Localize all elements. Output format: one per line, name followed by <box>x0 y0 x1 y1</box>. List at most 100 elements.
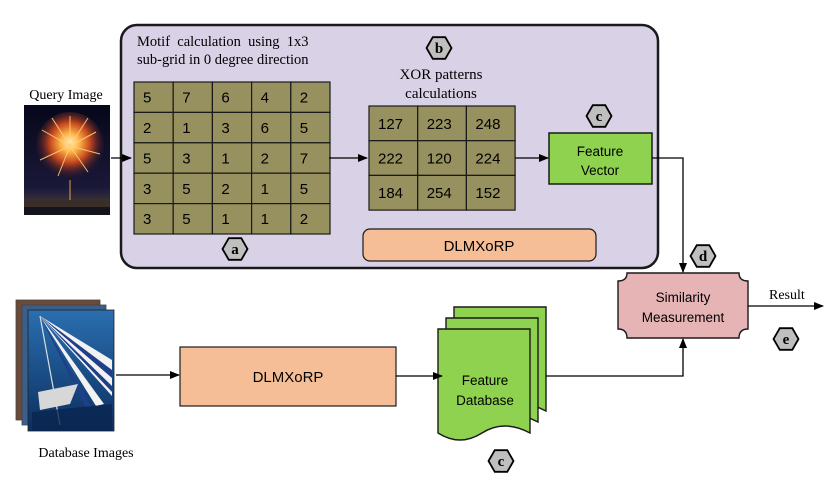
motif-grid-cell <box>290 81 331 113</box>
step-badge-label-d: d <box>699 249 708 265</box>
motif-grid-value: 2 <box>221 181 229 198</box>
xor-grid-value: 223 <box>427 116 452 133</box>
motif-grid-value: 2 <box>143 120 151 137</box>
database-images-label: Database Images <box>38 446 133 461</box>
motif-grid-value: 2 <box>261 150 269 167</box>
step-badge-label-c2: c <box>498 454 505 470</box>
motif-caption-line2: sub-grid in 0 degree direction <box>137 52 309 68</box>
xor-grid-value: 248 <box>475 116 500 133</box>
motif-grid-cell <box>211 142 253 174</box>
feature-vector-box <box>548 132 653 185</box>
motif-grid-cell <box>211 172 253 205</box>
step-badge-d <box>689 244 717 268</box>
xor-caption-line1: XOR patterns <box>400 67 483 83</box>
feature-database-line2: Database <box>456 393 514 408</box>
step-badges: a b c c d e <box>221 36 800 473</box>
motif-grid-value: 3 <box>182 150 190 167</box>
xor-grid-value: 152 <box>475 185 500 202</box>
motif-grid-value: 3 <box>143 211 151 228</box>
step-badge-label-a: a <box>231 242 239 258</box>
arrow-feature-vector-to-similarity <box>652 157 687 273</box>
step-badge-label-b: b <box>435 41 443 57</box>
motif-grid-value: 6 <box>221 90 229 107</box>
motif-grid-cell <box>290 172 331 205</box>
motif-grid-value: 3 <box>143 181 151 198</box>
motif-grid-value: 5 <box>143 90 151 107</box>
motif-grid-value: 4 <box>261 90 269 107</box>
similarity-line1: Similarity <box>656 290 711 305</box>
dlmxorp-inner-box <box>362 228 597 262</box>
dlmxorp-db-box <box>179 346 397 407</box>
xor-grid-value: 127 <box>378 116 403 133</box>
motif-grid-cell <box>251 172 292 205</box>
motif-grid-cell <box>211 111 253 144</box>
dlmxorp-db-label: DLMXoRP <box>253 369 324 386</box>
motif-grid-cell <box>251 81 292 113</box>
motif-grid-value: 2 <box>300 90 308 107</box>
similarity-line2: Measurement <box>642 310 725 325</box>
motif-grid-cell <box>133 81 174 113</box>
motif-grid-value: 1 <box>182 120 190 137</box>
motif-grid-cell <box>251 203 292 235</box>
motif-grid-cell <box>172 81 213 113</box>
xor-grid-cell <box>417 105 468 142</box>
query-image-label: Query Image <box>29 88 102 103</box>
motif-grid-cell <box>211 81 253 113</box>
feature-database-line1: Feature <box>462 373 509 388</box>
motif-grid-value: 7 <box>300 150 308 167</box>
motif-grid-cell <box>172 203 213 235</box>
feature-vector-line2: Vector <box>581 163 620 178</box>
xor-grid-value: 120 <box>427 150 452 167</box>
xor-grid-cell <box>465 105 516 142</box>
xor-grid-value: 184 <box>378 185 403 202</box>
motif-grid-cell <box>172 172 213 205</box>
motif-grid-value: 7 <box>182 90 190 107</box>
motif-grid-value: 5 <box>182 211 190 228</box>
xor-caption-line2: calculations <box>405 86 477 102</box>
motif-grid-value: 2 <box>300 211 308 228</box>
xor-grid-cell <box>368 105 419 142</box>
motif-grid-cell <box>133 203 174 235</box>
step-badge-e <box>772 327 800 351</box>
xor-grid-value: 254 <box>427 185 452 202</box>
arrow-feature-db-to-similarity <box>546 338 687 377</box>
result-label: Result <box>769 288 805 303</box>
motif-grid-value: 6 <box>261 120 269 137</box>
motif-grid-value: 5 <box>300 120 308 137</box>
motif-grid-cell <box>290 203 331 235</box>
motif-grid-cell <box>251 142 292 174</box>
step-badge-label-e: e <box>783 332 790 348</box>
motif-grid-cell <box>133 111 174 144</box>
motif-grid-value: 1 <box>261 181 269 198</box>
motif-grid-cell <box>172 142 213 174</box>
dlmxorp-inner-label: DLMXoRP <box>444 238 515 255</box>
motif-grid-value: 5 <box>143 150 151 167</box>
motif-grid-value: 3 <box>221 120 229 137</box>
motif-grid-cell <box>133 172 174 205</box>
motif-grid-value: 1 <box>221 211 229 228</box>
query-image <box>24 105 110 215</box>
motif-grid-value: 1 <box>261 211 269 228</box>
step-badge-b <box>425 36 453 60</box>
xor-grid-cell <box>465 174 516 211</box>
motif-grid-cell <box>133 142 174 174</box>
motif-grid-cell <box>172 111 213 144</box>
database-images-stack <box>15 299 115 432</box>
motif-grid-cell <box>290 111 331 144</box>
step-badge-a <box>221 237 249 261</box>
similarity-box <box>617 272 749 339</box>
xor-grid-cell <box>417 174 468 211</box>
step-badge-c2 <box>487 449 515 473</box>
feature-database <box>437 306 547 441</box>
motif-grid-value: 5 <box>182 181 190 198</box>
motif-grid-value: 1 <box>221 150 229 167</box>
step-badge-c1 <box>585 104 613 128</box>
motif-caption-line1: Motif calculation using 1x3 <box>137 34 309 50</box>
arrows <box>111 154 824 380</box>
step-badge-label-c1: c <box>596 109 603 125</box>
xor-grid-value: 224 <box>475 150 500 167</box>
motif-grid-cell <box>211 203 253 235</box>
